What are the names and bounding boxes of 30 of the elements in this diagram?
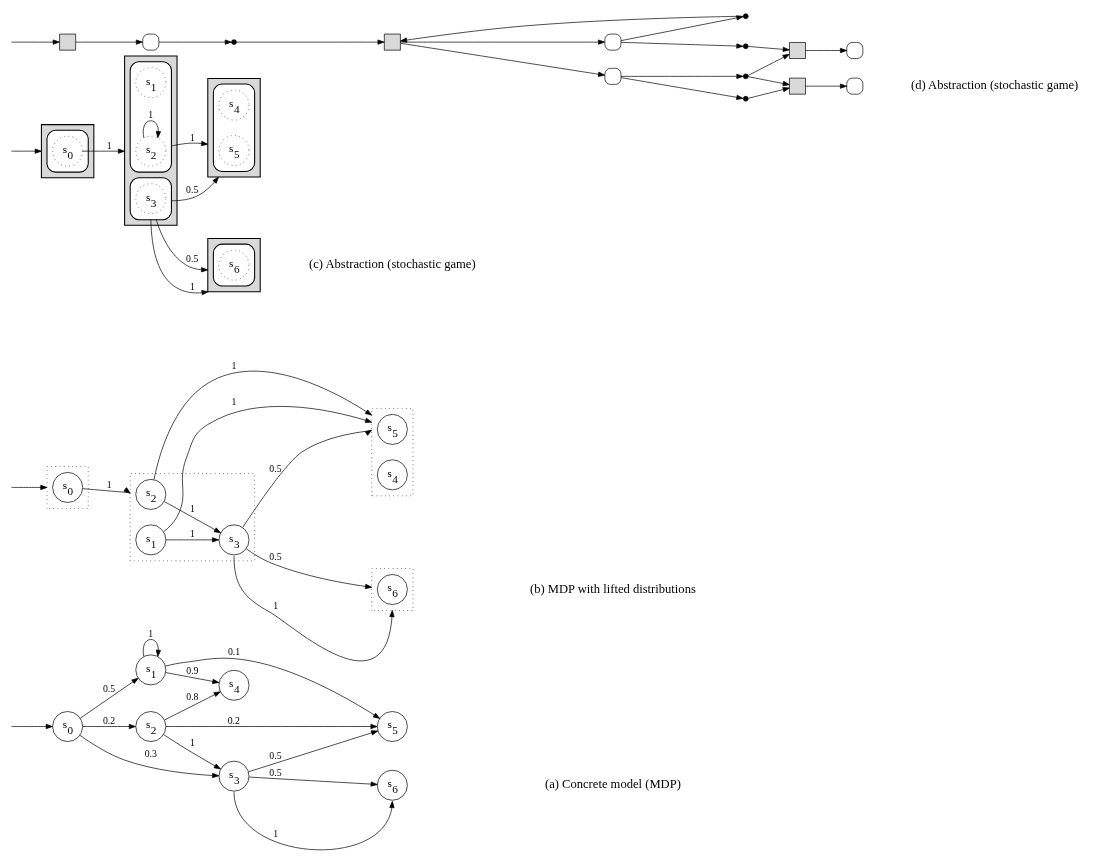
edge-label: 0.5 (269, 462, 282, 474)
label: (a) Concrete model (MDP) (544, 776, 681, 791)
edge-label: 0.8 (186, 690, 199, 702)
edge-label: 1 (148, 108, 154, 120)
edge-label: 0.2 (227, 714, 240, 726)
edge-label: 1 (231, 359, 237, 371)
edge-label: 1 (189, 502, 195, 514)
edge-label: 0.5 (269, 749, 282, 761)
edge-label: 1 (106, 139, 112, 151)
edge-label: 0.2 (102, 714, 116, 726)
edge-label: 1 (189, 736, 195, 748)
edge-label: 1 (231, 395, 237, 407)
edge-label: 1 (189, 131, 195, 143)
edge-label: 1 (189, 280, 195, 292)
label: (c) Abstraction (stochastic game) (309, 256, 476, 271)
label: (b) MDP with lifted distributions (530, 581, 696, 596)
edge-label: 0.5 (269, 766, 282, 778)
edge-label: 1 (273, 599, 279, 611)
edge-label: 0.5 (186, 252, 199, 264)
label: (d) Abstraction (stochastic game) (910, 77, 1079, 92)
edge-label: 0.5 (102, 682, 116, 694)
edge-label: 0.9 (186, 664, 199, 676)
edge-label: 1 (189, 527, 195, 539)
edge-label: 1 (273, 827, 279, 839)
edge-label: 0.5 (186, 183, 199, 195)
edge-label: 1 (148, 627, 154, 639)
edge-label: 0.5 (269, 550, 282, 562)
edge-label: 1 (106, 478, 112, 490)
edge-label: 0.3 (144, 747, 157, 759)
edge-label: 0.1 (227, 645, 241, 657)
